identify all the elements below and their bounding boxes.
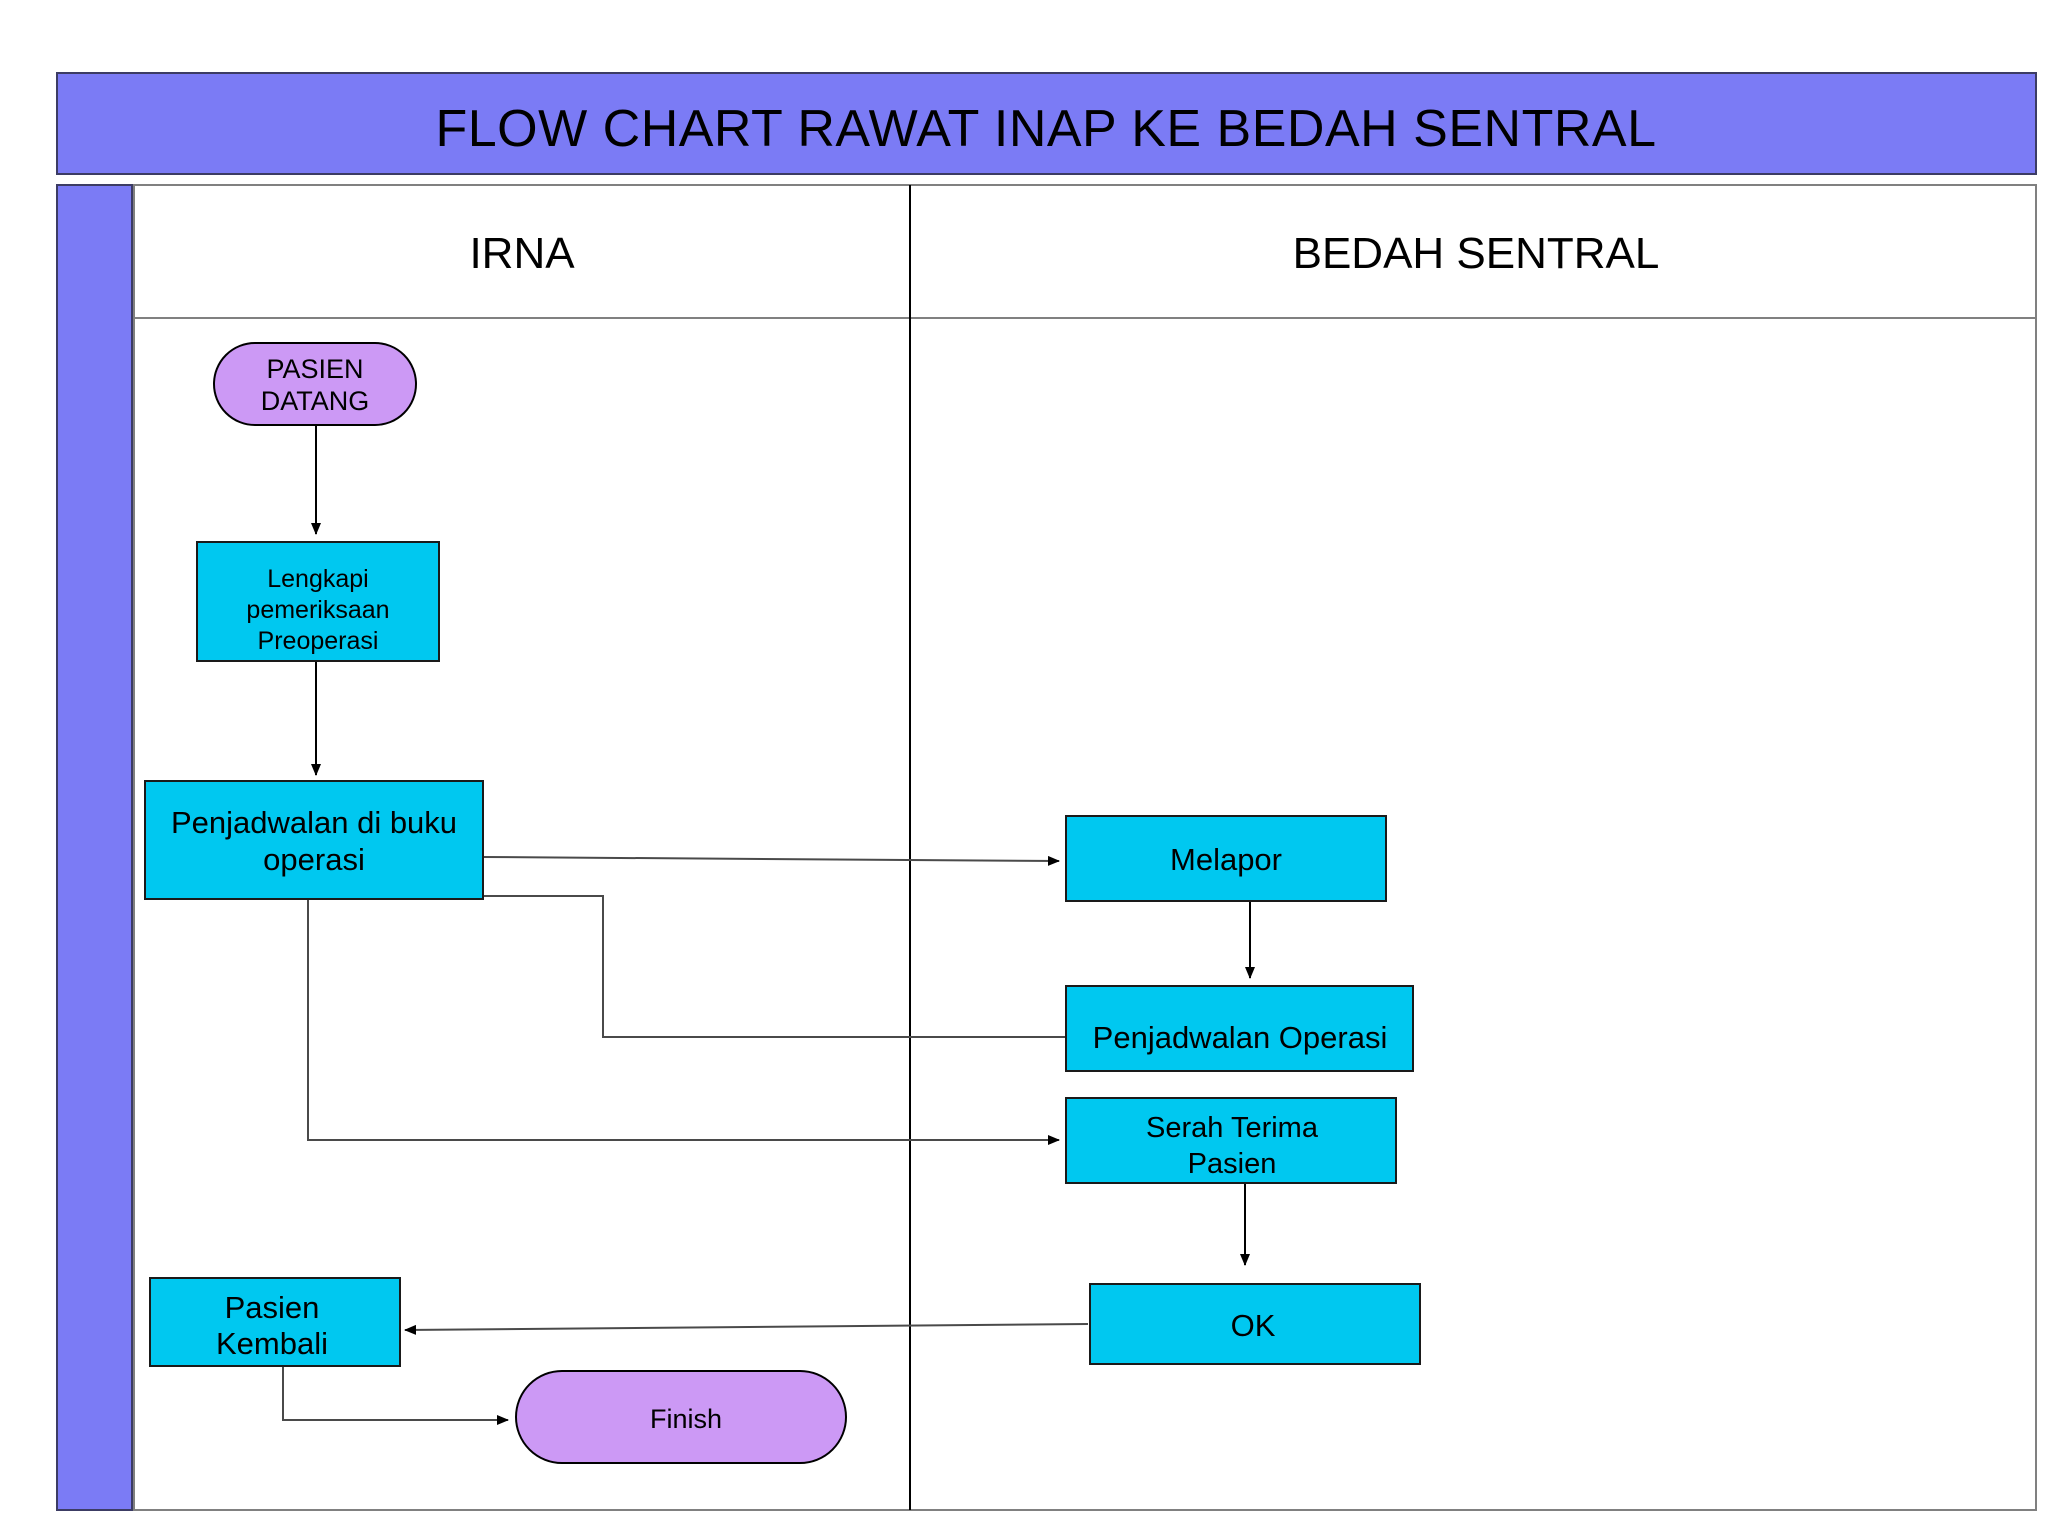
node-finish[interactable]: Finish	[515, 1370, 847, 1464]
title-bar: FLOW CHART RAWAT INAP KE BEDAH SENTRAL	[56, 72, 2037, 175]
node-penjadwalan-operasi[interactable]: Penjadwalan Operasi	[1065, 985, 1414, 1072]
node-serah-terima-pasien[interactable]: Serah Terima Pasien	[1065, 1097, 1397, 1184]
node-penjadwalan-buku-line1: Penjadwalan di buku	[171, 805, 457, 840]
node-pasien-datang-line1: PASIEN	[266, 354, 363, 384]
node-finish-label: Finish	[650, 1404, 722, 1434]
edge-pasien-kembali-to-finish	[282, 1353, 509, 1425]
page-title: FLOW CHART RAWAT INAP KE BEDAH SENTRAL	[435, 100, 1656, 158]
sidebar-column	[56, 184, 133, 1511]
node-lengkapi-line1: Lengkapi	[267, 565, 368, 593]
node-melapor[interactable]: Melapor	[1065, 815, 1387, 902]
node-pasien-kembali-line1: Pasien	[225, 1290, 320, 1325]
node-penjadwalan-buku-line2: operasi	[263, 842, 365, 877]
node-pasien-kembali[interactable]: Pasien Kembali	[149, 1277, 401, 1367]
edge-ok-to-pasien-kembali	[404, 1323, 1089, 1335]
edge-penjadwalan-buku-to-melapor	[481, 855, 1060, 866]
lane-label-bedah-sentral: BEDAH SENTRAL	[1293, 229, 1660, 278]
node-pasien-kembali-line2: Kembali	[216, 1326, 328, 1361]
node-ok[interactable]: OK	[1089, 1283, 1421, 1365]
lane-header-bedah-sentral: BEDAH SENTRAL	[1293, 229, 1660, 278]
node-ok-label: OK	[1231, 1308, 1276, 1343]
node-serah-terima-line2: Pasien	[1188, 1148, 1277, 1180]
node-lengkapi-line3: Preoperasi	[258, 627, 379, 655]
node-penjadwalan-buku-operasi[interactable]: Penjadwalan di buku operasi	[144, 780, 484, 900]
edge-penjadwalan-operasi-to-penjadwalan-buku	[482, 895, 1066, 1038]
lane-header-irna: IRNA	[469, 229, 575, 278]
node-pasien-datang[interactable]: PASIEN DATANG	[213, 342, 417, 426]
node-melapor-label: Melapor	[1170, 842, 1282, 877]
node-lengkapi-line2: pemeriksaan	[246, 596, 389, 624]
node-serah-terima-line1: Serah Terima	[1146, 1112, 1319, 1144]
node-lengkapi-pemeriksaan[interactable]: Lengkapi pemeriksaan Preoperasi	[196, 541, 440, 662]
edge-penjadwalan-buku-to-serah-terima	[307, 898, 1060, 1145]
node-penjadwalan-operasi-label: Penjadwalan Operasi	[1093, 1020, 1388, 1055]
connectors	[282, 424, 1255, 1425]
lane-label-irna: IRNA	[469, 229, 575, 278]
node-pasien-datang-line2: DATANG	[261, 386, 370, 416]
